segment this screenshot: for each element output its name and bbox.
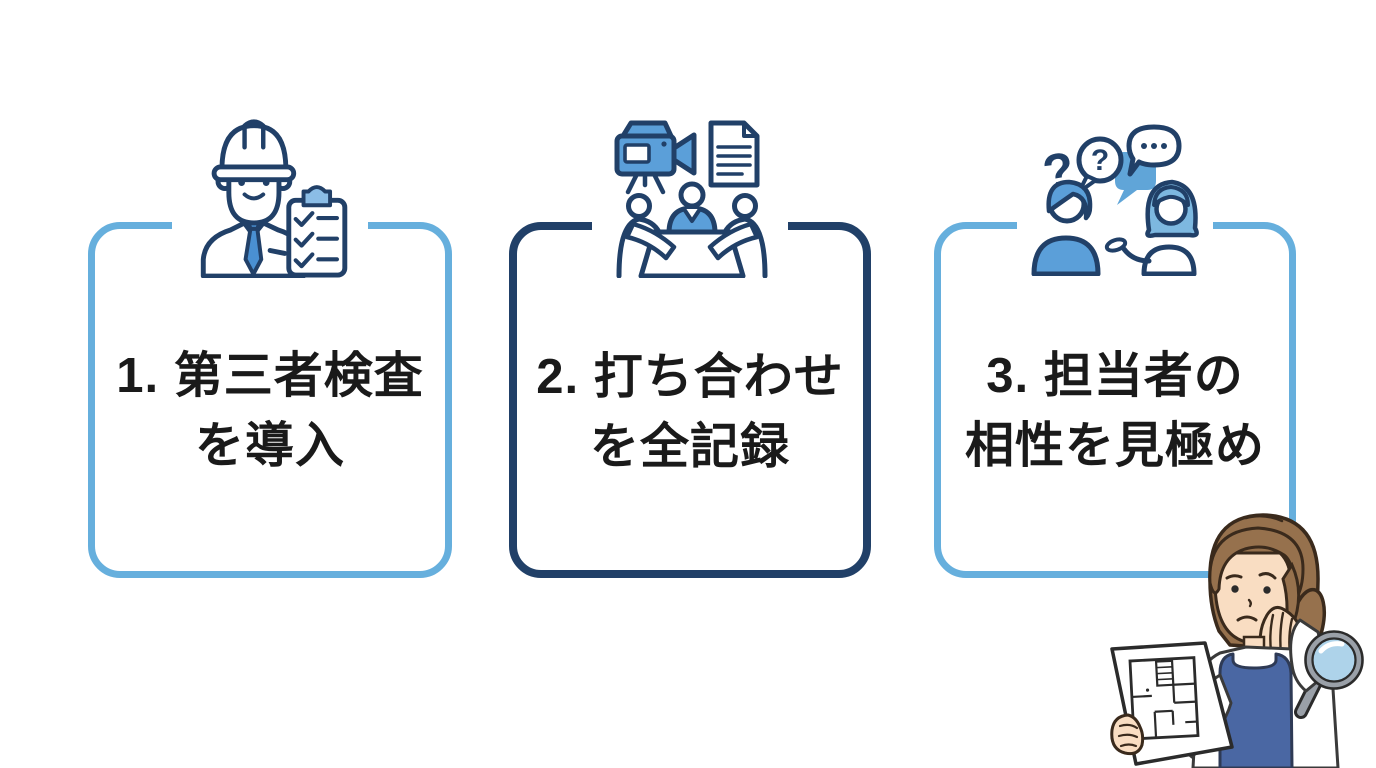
face-features — [1225, 572, 1277, 622]
step-2-title: 2. 打ち合わせ を全記録 — [507, 342, 873, 482]
step-2-line2: を全記録 — [589, 420, 790, 474]
step-2-line1: 2. 打ち合わせ — [536, 350, 844, 404]
magnifying-glass-icon — [1304, 630, 1364, 690]
video-camera-meeting-record-icon — [607, 106, 777, 278]
step-1-line2: を導入 — [194, 419, 345, 473]
step-3-title: 3. 担当者の 相性を見極め — [931, 341, 1299, 481]
apron — [1218, 652, 1294, 768]
svg-text:?: ? — [1091, 144, 1109, 177]
two-people-questions-conversation-icon: ? ? — [1003, 112, 1201, 276]
right-eye — [1263, 586, 1271, 594]
worried-woman-illustration — [1096, 503, 1376, 768]
step-card-1: 1. 第三者検査 を導入 — [85, 213, 455, 578]
step-1-title: 1. 第三者検査 を導入 — [85, 341, 455, 481]
construction-inspector-checklist-icon — [192, 106, 362, 278]
step-1-line1: 1. 第三者検査 — [116, 349, 424, 403]
left-eye — [1231, 585, 1239, 593]
step-3-line1: 3. 担当者の — [986, 349, 1244, 403]
step-3-line2: 相性を見極め — [964, 419, 1265, 473]
